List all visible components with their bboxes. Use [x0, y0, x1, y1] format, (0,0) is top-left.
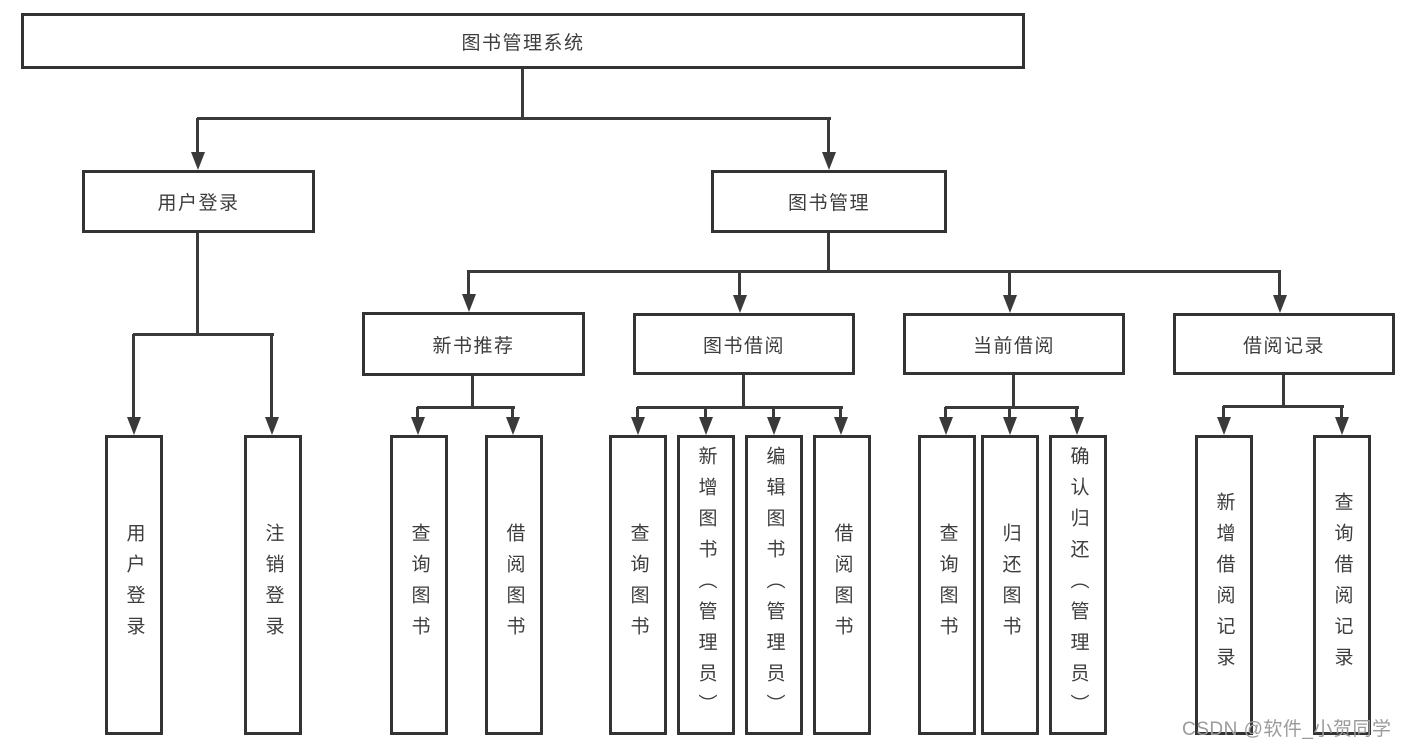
- node-book-management-label: 图书管理: [787, 193, 870, 214]
- leaf-query-book-recommend-label: 查询图书: [408, 523, 430, 647]
- connector-line: [738, 271, 741, 296]
- connector-line: [1340, 406, 1343, 417]
- leaf-logout-label: 注销登录: [262, 523, 284, 647]
- node-book-borrow: 图书借阅: [633, 313, 855, 375]
- leaf-query-book-current-label: 查询图书: [936, 523, 958, 647]
- arrow-down-icon: [767, 417, 781, 435]
- arrow-down-icon: [1003, 295, 1017, 313]
- node-borrow-record-label: 借阅记录: [1242, 335, 1325, 357]
- connector-line: [417, 406, 515, 409]
- arrow-down-icon: [191, 152, 205, 170]
- connector-line: [467, 270, 1281, 273]
- arrow-down-icon: [1335, 417, 1349, 435]
- connector-line: [1008, 407, 1011, 417]
- leaf-edit-book-admin: 编辑图书（管理员）: [745, 435, 803, 735]
- leaf-logout: 注销登录: [244, 435, 302, 735]
- leaf-add-borrow-record: 新增借阅记录: [1195, 435, 1253, 735]
- leaf-borrow-book: 借阅图书: [813, 435, 871, 735]
- arrow-down-icon: [127, 417, 141, 435]
- connector-line: [416, 407, 419, 417]
- connector-line: [133, 333, 274, 336]
- connector-line: [839, 407, 842, 417]
- node-book-borrow-label: 图书借阅: [702, 335, 785, 357]
- node-new-book-recommend: 新书推荐: [362, 312, 585, 376]
- arrow-down-icon: [834, 417, 848, 435]
- leaf-query-borrow-record-label: 查询借阅记录: [1331, 492, 1353, 678]
- watermark: CSDN @软件_小贺同学: [1182, 719, 1392, 740]
- arrow-down-icon: [265, 417, 279, 435]
- leaf-query-book-recommend: 查询图书: [390, 435, 448, 735]
- leaf-user-login-label: 用户登录: [123, 523, 145, 647]
- connector-line: [1282, 375, 1285, 406]
- leaf-query-book-current: 查询图书: [918, 435, 976, 735]
- arrow-down-icon: [733, 295, 747, 313]
- arrow-down-icon: [699, 417, 713, 435]
- node-user-login: 用户登录: [82, 170, 315, 233]
- node-current-borrow-label: 当前借阅: [972, 335, 1055, 357]
- arrow-down-icon: [1003, 417, 1017, 435]
- arrow-down-icon: [1217, 417, 1231, 435]
- connector-line: [521, 69, 524, 118]
- connector-line: [637, 406, 843, 409]
- connector-line: [467, 271, 470, 295]
- node-root: 图书管理系统: [21, 13, 1025, 69]
- connector-line: [471, 376, 474, 407]
- connector-line: [1075, 407, 1078, 417]
- node-current-borrow: 当前借阅: [903, 313, 1125, 375]
- connector-line: [827, 118, 830, 152]
- connector-line: [1223, 405, 1344, 408]
- connector-line: [197, 117, 831, 120]
- connector-line: [270, 334, 273, 417]
- leaf-add-book-admin-label: 新增图书（管理员）: [695, 445, 717, 725]
- arrow-down-icon: [822, 152, 836, 170]
- connector-line: [1278, 271, 1281, 296]
- arrow-down-icon: [1273, 295, 1287, 313]
- node-borrow-record: 借阅记录: [1173, 313, 1395, 375]
- connector-line: [132, 334, 135, 417]
- leaf-borrow-book-recommend-label: 借阅图书: [503, 523, 525, 647]
- leaf-query-borrow-record: 查询借阅记录: [1313, 435, 1371, 735]
- connector-line: [196, 233, 199, 334]
- leaf-add-borrow-record-label: 新增借阅记录: [1213, 492, 1235, 678]
- leaf-add-book-admin: 新增图书（管理员）: [677, 435, 735, 735]
- arrow-down-icon: [411, 417, 425, 435]
- leaf-confirm-return-admin: 确认归还（管理员）: [1049, 435, 1107, 735]
- connector-line: [944, 407, 947, 417]
- node-user-login-label: 用户登录: [157, 193, 240, 214]
- arrow-down-icon: [939, 417, 953, 435]
- arrow-down-icon: [1070, 417, 1084, 435]
- connector-line: [772, 407, 775, 417]
- leaf-return-book: 归还图书: [981, 435, 1039, 735]
- leaf-user-login: 用户登录: [105, 435, 163, 735]
- arrow-down-icon: [462, 294, 476, 312]
- leaf-query-book-borrow-label: 查询图书: [627, 523, 649, 647]
- connector-line: [636, 407, 639, 417]
- leaf-edit-book-admin-label: 编辑图书（管理员）: [763, 445, 785, 725]
- leaf-return-book-label: 归还图书: [999, 523, 1021, 647]
- connector-line: [827, 233, 830, 271]
- connector-line: [704, 407, 707, 417]
- node-new-book-recommend-label: 新书推荐: [432, 335, 515, 357]
- leaf-borrow-book-recommend: 借阅图书: [485, 435, 543, 735]
- arrow-down-icon: [506, 417, 520, 435]
- connector-line: [742, 375, 745, 407]
- connector-line: [1012, 375, 1015, 407]
- connector-line: [1222, 406, 1225, 417]
- node-book-management: 图书管理: [711, 170, 947, 233]
- connector-line: [511, 407, 514, 417]
- arrow-down-icon: [631, 417, 645, 435]
- leaf-query-book-borrow: 查询图书: [609, 435, 667, 735]
- node-root-label: 图书管理系统: [461, 32, 585, 54]
- connector-line: [196, 118, 199, 152]
- connector-line: [1008, 271, 1011, 296]
- leaf-confirm-return-admin-label: 确认归还（管理员）: [1067, 445, 1089, 725]
- leaf-borrow-book-label: 借阅图书: [831, 523, 853, 647]
- connector-line: [945, 406, 1079, 409]
